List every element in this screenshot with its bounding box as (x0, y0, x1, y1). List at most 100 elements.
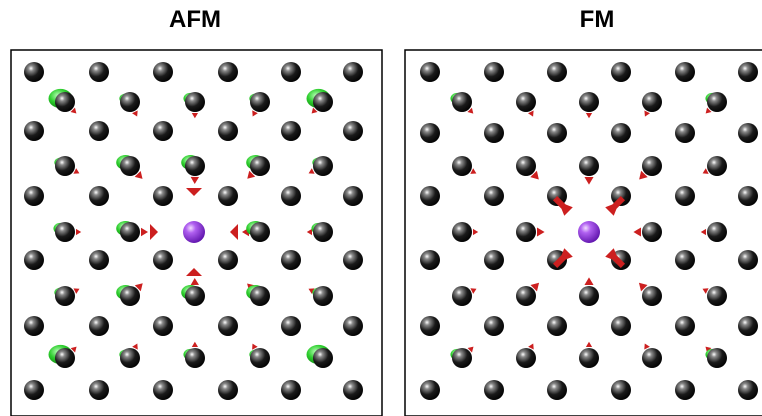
lattice-atom (420, 186, 440, 206)
lattice-atom (24, 186, 44, 206)
displacement-arrow (70, 346, 77, 353)
displacement-arrow (633, 227, 641, 237)
lattice-atom (281, 380, 301, 400)
displacement-arrow (190, 176, 200, 184)
displacement-arrow (530, 170, 539, 180)
lattice-atom (24, 121, 44, 141)
lattice-atom (611, 380, 631, 400)
displacement-arrow (308, 288, 315, 294)
lattice-atom (547, 62, 567, 82)
lattice-atom (153, 62, 173, 82)
lattice-atom (313, 348, 333, 368)
displacement-arrow (638, 282, 648, 292)
lattice-atom (738, 62, 758, 82)
lattice-atom (547, 123, 567, 143)
lattice-atom (420, 380, 440, 400)
lattice-atom (218, 62, 238, 82)
lattice-atom (281, 186, 301, 206)
displacement-arrow (311, 107, 318, 114)
lattice-atom (642, 156, 662, 176)
lattice-atom (738, 123, 758, 143)
lattice-atom (452, 156, 472, 176)
lattice-atom (120, 222, 140, 242)
lattice-atom (55, 156, 75, 176)
lattice-atom (484, 380, 504, 400)
displacement-arrow (70, 107, 77, 114)
fm-panel (404, 49, 762, 416)
lattice-atom (55, 92, 75, 112)
displacement-arrow (252, 343, 258, 350)
afm-panel (10, 49, 383, 416)
lattice-atom (185, 348, 205, 368)
lattice-atom (313, 156, 333, 176)
nearest-neighbour-arrow (150, 224, 158, 240)
lattice-atom (313, 286, 333, 306)
lattice-atom (218, 121, 238, 141)
lattice-atom (281, 316, 301, 336)
lattice-atom (185, 92, 205, 112)
fm-panel-title: FM (579, 6, 615, 33)
displacement-arrow (473, 228, 479, 236)
displacement-arrow (76, 228, 82, 236)
displacement-arrow (247, 170, 256, 179)
lattice-atom (611, 123, 631, 143)
lattice-atom (547, 316, 567, 336)
lattice-atom (343, 316, 363, 336)
lattice-atom (516, 92, 536, 112)
displacement-arrow (528, 343, 534, 350)
displacement-arrow (530, 282, 540, 292)
lattice-atom (153, 316, 173, 336)
lattice-atom (153, 380, 173, 400)
lattice-atom (218, 316, 238, 336)
lattice-atom (250, 286, 270, 306)
displacement-arrow (252, 110, 258, 117)
lattice-atom (642, 222, 662, 242)
displacement-arrow (584, 177, 594, 185)
lattice-atom (89, 380, 109, 400)
lattice-atom (675, 380, 695, 400)
nearest-neighbour-arrow (186, 188, 202, 196)
displacement-arrow (585, 113, 593, 119)
lattice-atom (516, 156, 536, 176)
lattice-atom (707, 156, 727, 176)
lattice-atom (89, 186, 109, 206)
lattice-atom (484, 186, 504, 206)
lattice-atom (707, 348, 727, 368)
lattice-atom (250, 92, 270, 112)
lattice-atom (24, 62, 44, 82)
displacement-arrow (191, 341, 199, 348)
lattice-atom (218, 380, 238, 400)
nearest-neighbour-arrow (186, 268, 202, 276)
lattice-atom (55, 286, 75, 306)
displacement-arrow (644, 343, 650, 350)
lattice-atom (89, 316, 109, 336)
lattice-atom (738, 380, 758, 400)
lattice-atom (611, 316, 631, 336)
lattice-atom (452, 222, 472, 242)
lattice-atom (281, 250, 301, 270)
lattice-atom (642, 348, 662, 368)
displacement-arrow (132, 343, 138, 350)
lattice-atom (484, 123, 504, 143)
nearest-neighbour-arrow (230, 224, 238, 240)
displacement-arrow (134, 170, 143, 179)
displacement-arrow (73, 168, 80, 174)
displacement-arrow (73, 288, 80, 294)
lattice-atom (281, 121, 301, 141)
displacement-arrow (527, 110, 534, 117)
lattice-atom (675, 250, 695, 270)
lattice-atom (707, 92, 727, 112)
lattice-atom (153, 250, 173, 270)
lattice-atom (250, 156, 270, 176)
displacement-arrow (700, 228, 706, 236)
lattice-atom (675, 62, 695, 82)
lattice-atom (611, 62, 631, 82)
lattice-atom (738, 316, 758, 336)
displacement-arrow (585, 341, 593, 347)
lattice-atom (55, 348, 75, 368)
nearest-neighbour-arrow (605, 248, 626, 269)
displacement-arrow (705, 346, 712, 353)
lattice-atom (55, 222, 75, 242)
lattice-atom (420, 123, 440, 143)
